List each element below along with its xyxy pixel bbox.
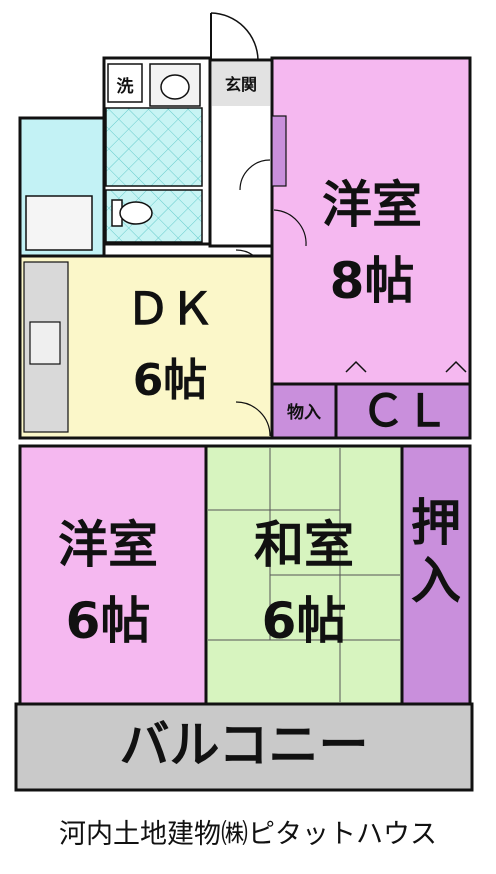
japanese-6-name: 和室 xyxy=(254,516,354,574)
japanese-6-size: 6帖 xyxy=(262,592,347,650)
western-6-name: 洋室 xyxy=(58,516,158,574)
oshiire xyxy=(400,444,472,706)
basin-bowl-icon xyxy=(160,74,190,100)
closet xyxy=(334,382,472,440)
western-8-name: 洋室 xyxy=(322,176,422,234)
washroom-label: 洗 xyxy=(117,76,134,97)
entrance-floor xyxy=(212,62,270,106)
western-8-door-arc xyxy=(273,209,307,247)
toilet-icon xyxy=(111,199,153,227)
wall-shelf xyxy=(271,115,287,187)
western-8-size: 8帖 xyxy=(330,252,415,310)
closet-door-icon xyxy=(345,360,467,373)
dk-name: ＤＫ xyxy=(126,284,214,335)
balcony xyxy=(14,702,474,792)
dk-door-arc xyxy=(235,401,271,437)
entrance-label: 玄関 xyxy=(225,75,257,94)
dk-size: 6帖 xyxy=(133,355,208,406)
entrance-door-arc xyxy=(239,159,271,191)
western-6-size: 6帖 xyxy=(66,592,151,650)
oshiire-label-2: 入 xyxy=(411,552,461,610)
washroom-tile xyxy=(105,107,203,187)
sink xyxy=(29,321,61,365)
entrance-door xyxy=(210,12,259,61)
washing-machine-box xyxy=(107,63,143,103)
storage-label: 物入 xyxy=(287,402,321,423)
western-room-6 xyxy=(18,444,208,706)
balcony-label: バルコニー xyxy=(120,716,369,774)
company-name: 河内土地建物㈱ピタットハウス xyxy=(59,819,437,850)
closet-label: ＣＬ xyxy=(361,386,449,437)
oshiire-label-1: 押 xyxy=(411,494,461,552)
tatami-lines xyxy=(208,448,400,702)
bathtub xyxy=(25,195,93,251)
